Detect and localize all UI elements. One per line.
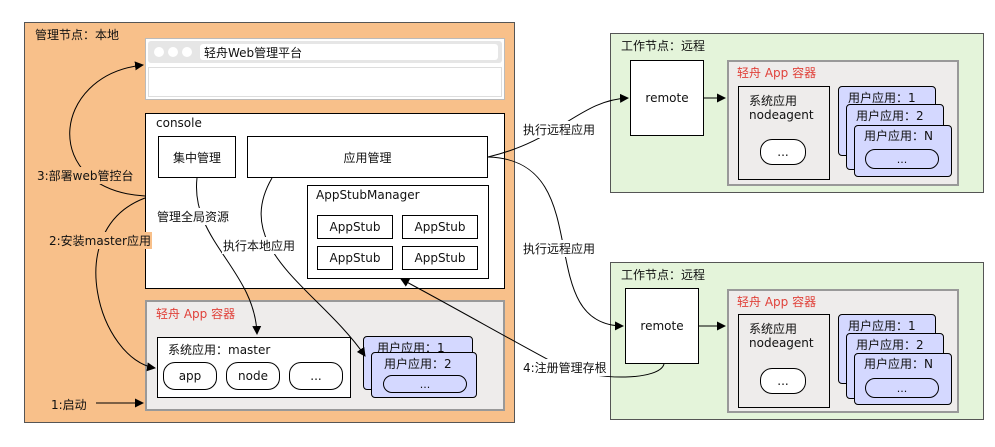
console-label: console bbox=[156, 116, 202, 130]
app-management-label: 应用管理 bbox=[343, 150, 392, 165]
remote-box[interactable]: remote bbox=[630, 60, 704, 136]
worker-node-title: 工作节点：远程 bbox=[621, 268, 706, 282]
web-console-window[interactable]: 轻舟Web管理平台 bbox=[145, 38, 505, 100]
local-container-title: 轻舟 App 容器 bbox=[156, 307, 236, 321]
system-app-master-label: 系统应用：master bbox=[168, 343, 271, 357]
edge-label-install-master: 2:安装master应用 bbox=[48, 232, 152, 249]
edge-label-exec-local: 执行本地应用 bbox=[222, 237, 297, 254]
user-app-label: 用户应用：2 bbox=[856, 109, 924, 123]
user-app-more-label: ... bbox=[896, 152, 908, 166]
nodeagent-more-pill[interactable]: ... bbox=[760, 139, 806, 165]
edge-label-exec-remote-2: 执行远程应用 bbox=[522, 240, 597, 257]
user-app-more-label: ... bbox=[419, 377, 431, 391]
nodeagent-box[interactable]: 系统应用 nodeagent bbox=[738, 86, 830, 180]
app-stub-box[interactable]: AppStub bbox=[402, 246, 478, 270]
window-dot-icon bbox=[182, 47, 192, 57]
user-app-label: 用户应用：2 bbox=[384, 357, 452, 371]
user-app-label: 用户应用：1 bbox=[848, 91, 916, 105]
master-node-pill[interactable]: node bbox=[226, 362, 280, 390]
user-app-label: 用户应用：N bbox=[864, 129, 933, 143]
edge-label-deploy-console: 3:部署web管控台 bbox=[36, 167, 135, 184]
nodeagent-more-label: ... bbox=[777, 145, 789, 159]
app-stub-label: AppStub bbox=[414, 220, 466, 234]
master-app-pill[interactable]: app bbox=[163, 362, 217, 390]
worker-container-title: 轻舟 App 容器 bbox=[737, 295, 817, 309]
user-app-more-pill[interactable]: ... bbox=[383, 375, 467, 393]
edge-label-exec-remote-1: 执行远程应用 bbox=[522, 121, 597, 138]
app-stub-label: AppStub bbox=[414, 251, 466, 265]
nodeagent-label-2: nodeagent bbox=[749, 336, 814, 350]
browser-content bbox=[148, 67, 502, 97]
app-stub-label: AppStub bbox=[329, 251, 381, 265]
edge-label-register-stub: 4:注册管理存根 bbox=[522, 359, 608, 376]
central-management-box[interactable]: 集中管理 bbox=[158, 136, 236, 178]
worker-node-title: 工作节点：远程 bbox=[621, 39, 706, 53]
worker-container-title: 轻舟 App 容器 bbox=[737, 66, 817, 80]
browser-title: 轻舟Web管理平台 bbox=[204, 46, 303, 60]
app-management-box[interactable]: 应用管理 bbox=[247, 136, 488, 178]
nodeagent-label-2: nodeagent bbox=[749, 108, 814, 122]
user-app-more-pill[interactable]: ... bbox=[865, 149, 939, 169]
master-node-pill-label: node bbox=[238, 369, 268, 383]
app-stub-box[interactable]: AppStub bbox=[317, 215, 393, 239]
app-stub-box[interactable]: AppStub bbox=[317, 246, 393, 270]
app-stub-manager-label: AppStubManager bbox=[316, 188, 420, 202]
user-app-label: 用户应用：2 bbox=[856, 338, 924, 352]
user-app-more-label: ... bbox=[896, 381, 908, 395]
nodeagent-more-label: ... bbox=[777, 374, 789, 388]
remote-box[interactable]: remote bbox=[625, 288, 699, 364]
app-stub-box[interactable]: AppStub bbox=[402, 215, 478, 239]
browser-address-bar[interactable]: 轻舟Web管理平台 bbox=[200, 44, 498, 60]
nodeagent-label-1: 系统应用 bbox=[749, 322, 798, 336]
window-dot-icon bbox=[168, 47, 178, 57]
browser-titlebar: 轻舟Web管理平台 bbox=[148, 41, 502, 63]
app-stub-label: AppStub bbox=[329, 220, 381, 234]
user-app-label: 用户应用：1 bbox=[848, 319, 916, 333]
edge-label-manage-global: 管理全局资源 bbox=[156, 208, 231, 225]
remote-label: remote bbox=[645, 91, 689, 105]
master-more-pill-label: ... bbox=[310, 369, 322, 383]
master-app-pill-label: app bbox=[178, 369, 202, 383]
remote-label: remote bbox=[640, 319, 684, 333]
management-node-title: 管理节点：本地 bbox=[35, 28, 120, 42]
user-app-more-pill[interactable]: ... bbox=[865, 378, 939, 398]
edge-label-start: 1:启动 bbox=[50, 396, 88, 413]
nodeagent-more-pill[interactable]: ... bbox=[760, 368, 806, 394]
central-management-label: 集中管理 bbox=[172, 150, 221, 165]
window-dot-icon bbox=[154, 47, 164, 57]
master-more-pill[interactable]: ... bbox=[289, 362, 343, 390]
nodeagent-label-1: 系统应用 bbox=[749, 94, 798, 108]
user-app-label: 用户应用：N bbox=[864, 357, 933, 371]
